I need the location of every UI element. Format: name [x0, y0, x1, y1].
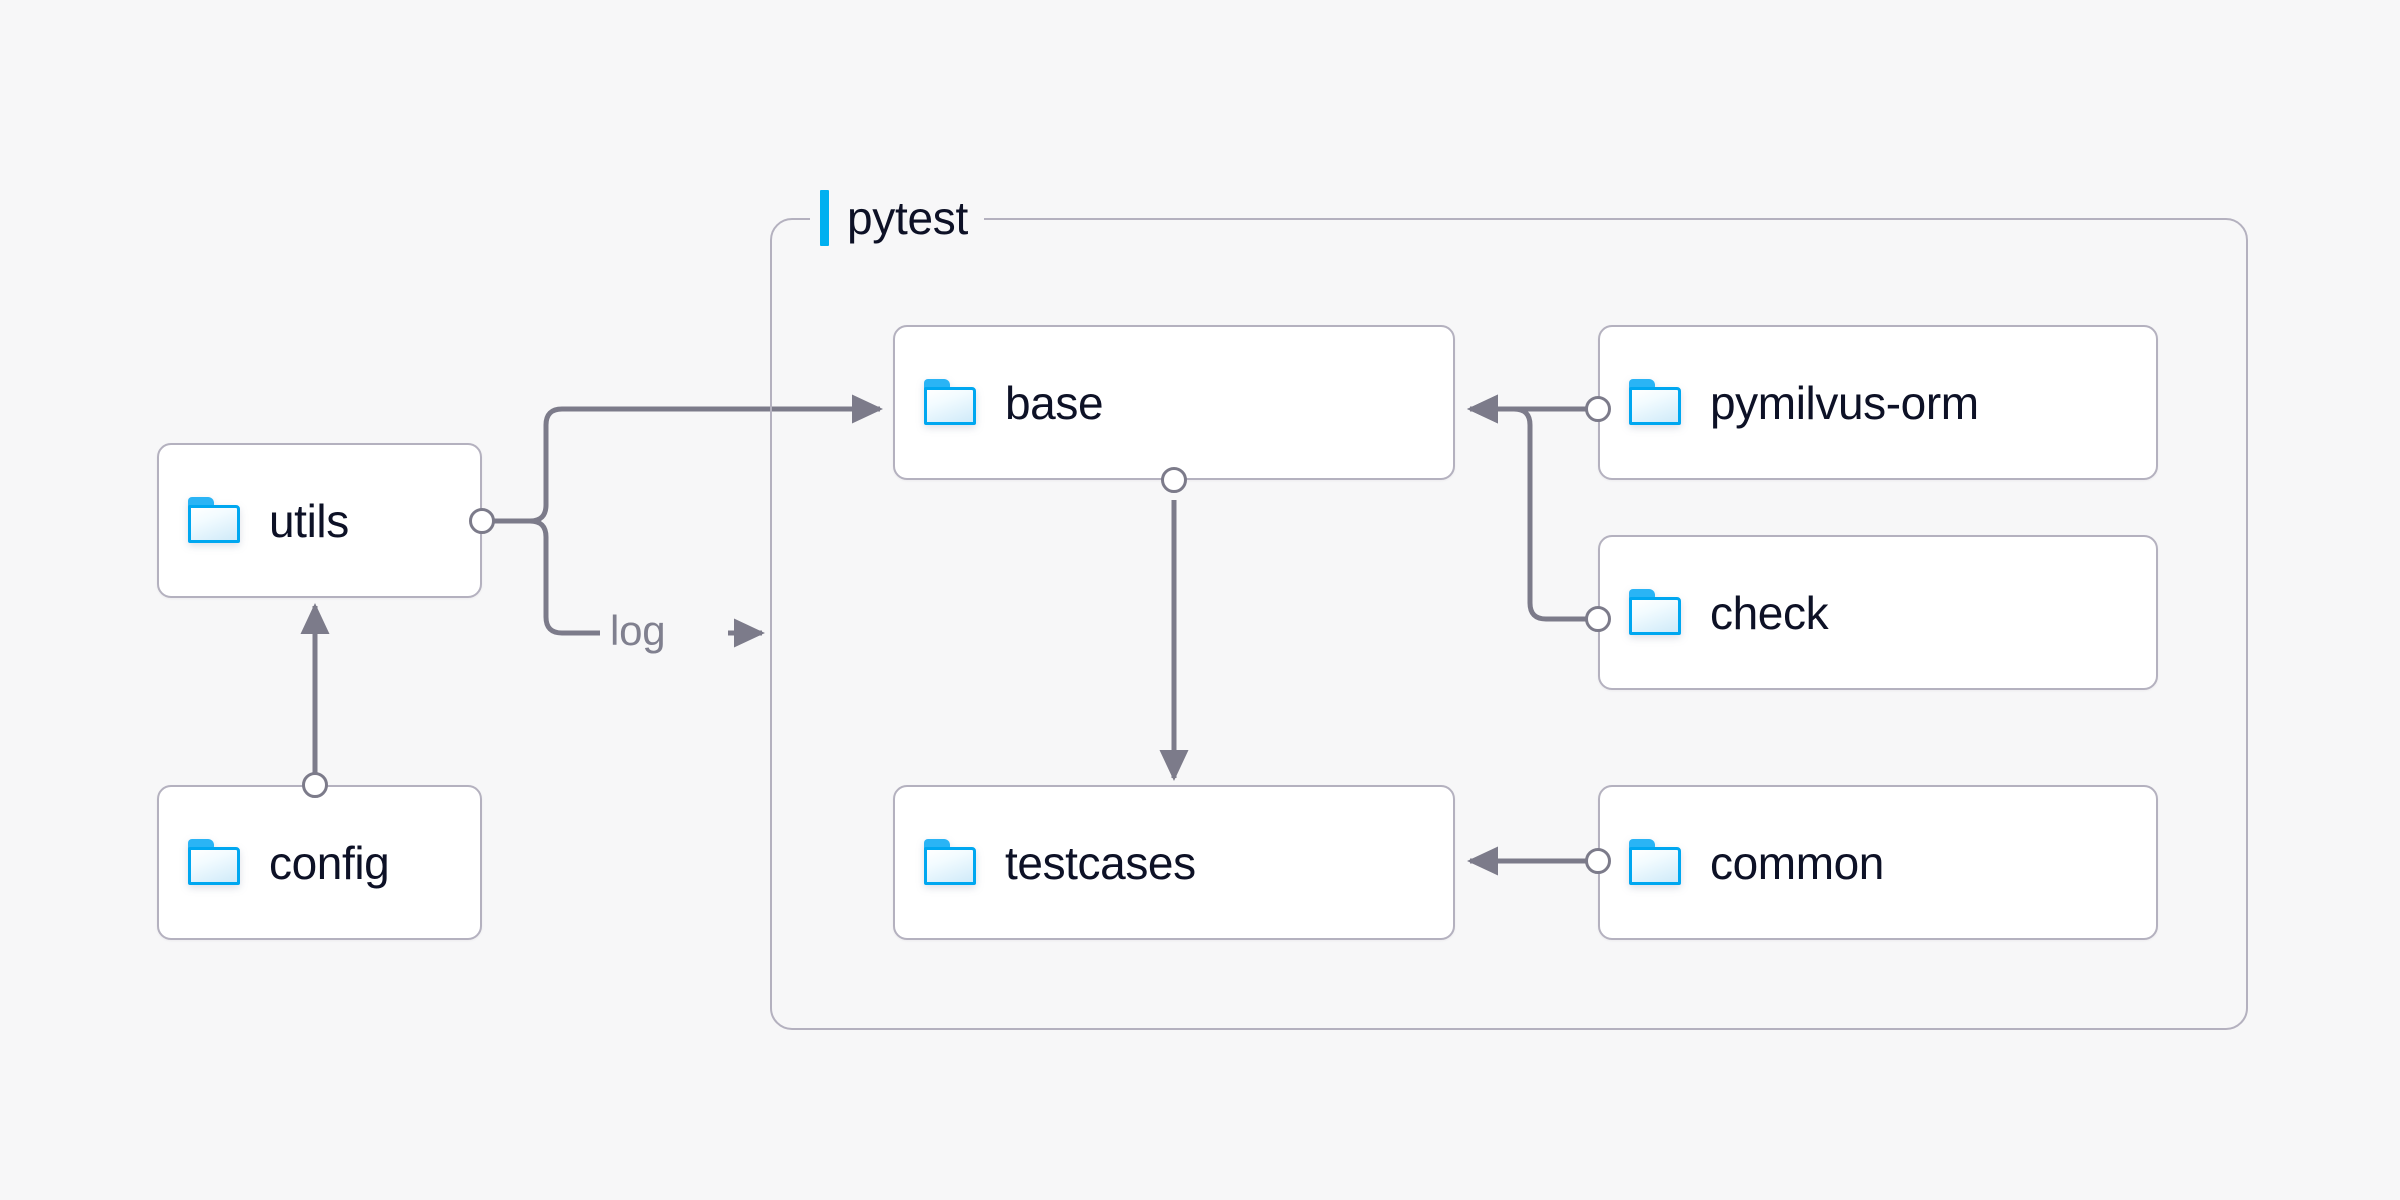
node-check[interactable]: check: [1598, 535, 2158, 690]
folder-icon: [1628, 588, 1684, 637]
edge-label-log: log: [604, 610, 672, 652]
folder-icon: [187, 838, 243, 887]
node-config[interactable]: config: [157, 785, 482, 940]
folder-icon: [1628, 378, 1684, 427]
edge-utils-to-log: [529, 518, 600, 636]
port-config-top[interactable]: [302, 772, 328, 798]
node-pymilvus-orm-label: pymilvus-orm: [1710, 376, 1979, 429]
port-pymilvus-orm-left[interactable]: [1585, 396, 1611, 422]
folder-icon: [923, 378, 979, 427]
port-utils-right[interactable]: [469, 508, 495, 534]
node-testcases[interactable]: testcases: [893, 785, 1455, 940]
port-base-bottom[interactable]: [1161, 467, 1187, 493]
folder-icon: [1628, 838, 1684, 887]
node-check-label: check: [1710, 586, 1829, 639]
group-accent-bar: [820, 190, 829, 246]
group-pytest[interactable]: [770, 218, 2248, 1030]
node-base[interactable]: base: [893, 325, 1455, 480]
port-check-left[interactable]: [1585, 606, 1611, 632]
folder-icon: [187, 496, 243, 545]
node-testcases-label: testcases: [1005, 836, 1196, 889]
group-pytest-label: pytest: [810, 187, 984, 249]
node-utils[interactable]: utils: [157, 443, 482, 598]
node-base-label: base: [1005, 376, 1104, 429]
node-utils-label: utils: [269, 494, 349, 547]
folder-icon: [923, 838, 979, 887]
port-common-left[interactable]: [1585, 848, 1611, 874]
node-common-label: common: [1710, 836, 1884, 889]
node-pymilvus-orm[interactable]: pymilvus-orm: [1598, 325, 2158, 480]
node-common[interactable]: common: [1598, 785, 2158, 940]
group-title-text: pytest: [847, 192, 968, 244]
node-config-label: config: [269, 836, 390, 889]
